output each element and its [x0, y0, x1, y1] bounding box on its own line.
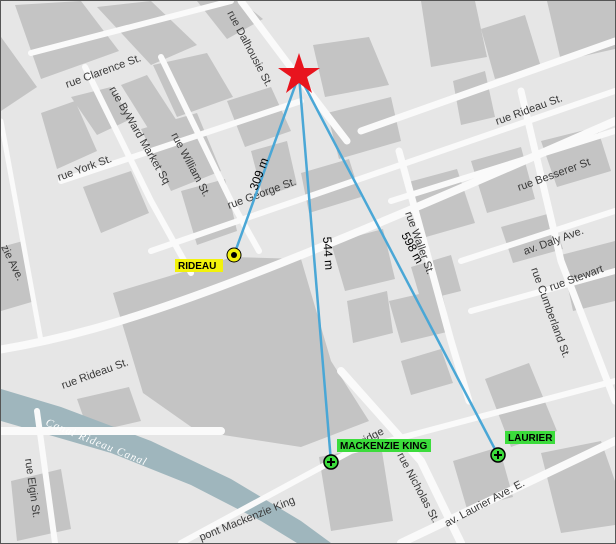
road-byward — [82, 64, 194, 276]
station-label-bg — [175, 259, 223, 272]
road-cumberland — [517, 87, 615, 405]
building — [83, 171, 149, 233]
station-label-rideau: RIDEAU — [178, 261, 216, 272]
building — [401, 349, 453, 395]
road-william — [158, 54, 262, 254]
road-west — [1, 118, 44, 344]
station-label-bg — [337, 439, 431, 452]
building — [121, 75, 177, 133]
distance-label-mackenzie-king: 544 m — [320, 236, 336, 270]
road-waller — [395, 147, 473, 405]
station-label-mackenzie-king: MACKENZIE KING — [340, 441, 427, 452]
building — [421, 1, 487, 67]
plus-icon — [494, 451, 502, 459]
road-besserer — [388, 128, 615, 204]
road-nicholas — [337, 367, 465, 543]
station-label-bg — [505, 431, 555, 444]
o-train-station-icon-dot — [231, 252, 237, 258]
building — [389, 289, 451, 343]
building — [11, 469, 71, 541]
station-laurier[interactable]: LAURIER — [490, 431, 555, 463]
building — [251, 141, 297, 197]
road-rideau-ne — [357, 37, 615, 135]
route-line-mackenzie-king — [297, 74, 333, 463]
building — [15, 1, 119, 79]
road-york — [58, 98, 304, 184]
building — [331, 229, 395, 291]
road-rideau — [1, 117, 615, 435]
building — [347, 291, 393, 343]
route-line-laurier — [297, 74, 500, 456]
building — [1, 37, 37, 111]
building — [481, 15, 541, 79]
building — [313, 37, 389, 97]
plus-icon — [327, 458, 335, 466]
building — [41, 101, 97, 169]
station-label-laurier: LAURIER — [508, 433, 553, 444]
building — [319, 445, 393, 531]
distance-lines — [232, 74, 500, 463]
road-daly — [458, 208, 615, 264]
station-rideau[interactable]: RIDEAU — [175, 247, 242, 272]
station-mackenzie-king[interactable]: MACKENZIE KING — [323, 439, 431, 470]
road-laurier — [397, 437, 615, 543]
road-stewart — [468, 268, 615, 314]
road-elgin — [34, 408, 58, 543]
road-clarence — [28, 1, 234, 56]
building — [153, 53, 233, 117]
star-icon[interactable] — [278, 53, 320, 93]
road-george — [148, 88, 615, 254]
building — [97, 1, 197, 65]
route-line-rideau — [232, 74, 301, 256]
building — [71, 87, 131, 135]
